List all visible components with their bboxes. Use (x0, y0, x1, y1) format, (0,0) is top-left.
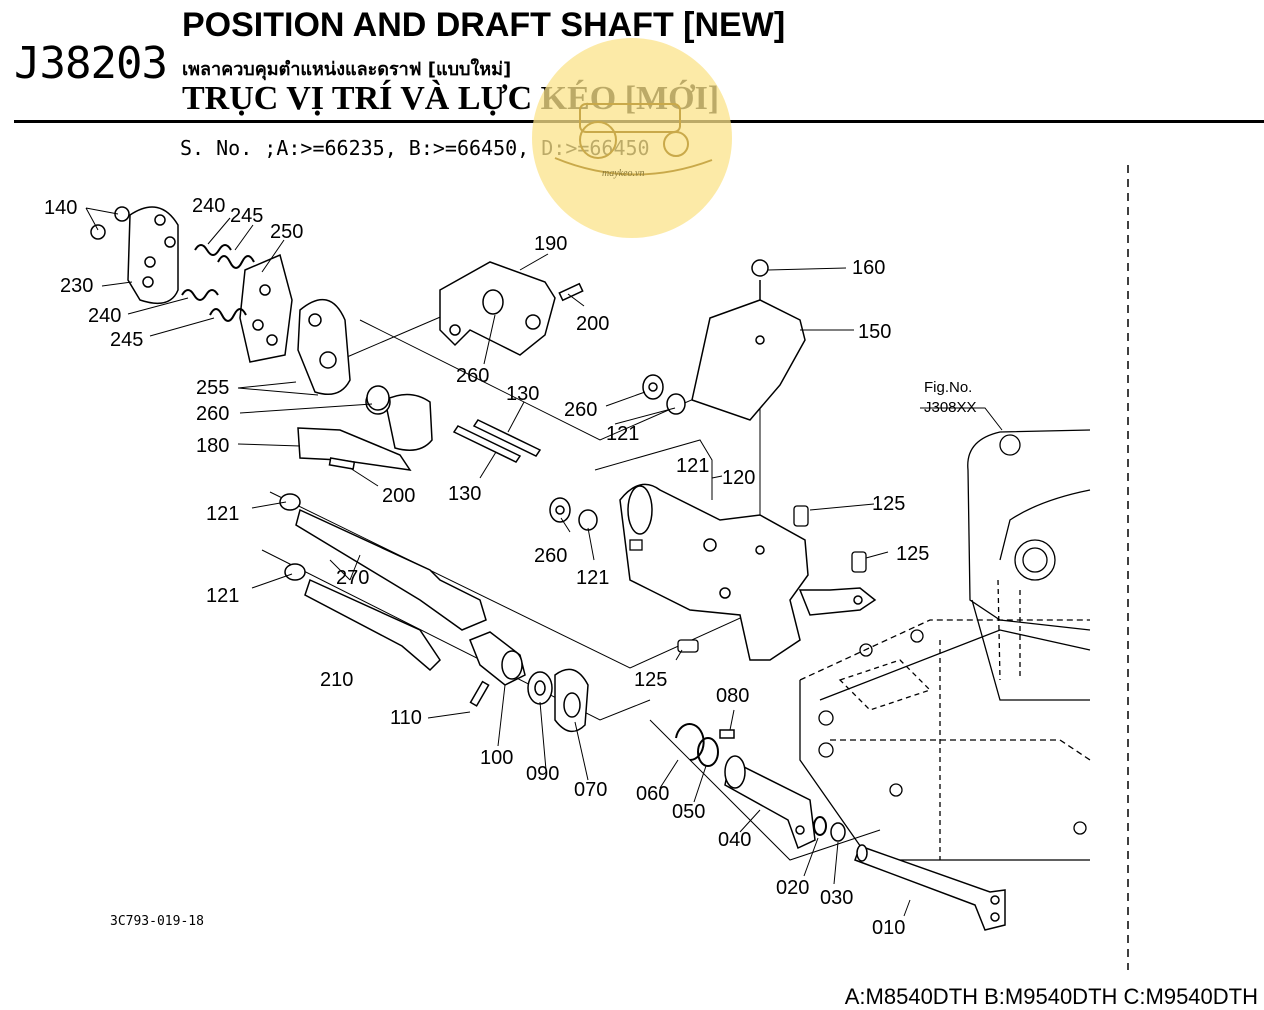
callout-200: 200 (576, 313, 609, 335)
springs (181, 244, 255, 322)
callout-125: 125 (896, 543, 929, 565)
callout-121: 121 (676, 455, 709, 477)
callout-121: 121 (576, 567, 609, 589)
callout-labels: 140 240 245 250 230 240 245 255 260 180 … (44, 195, 977, 939)
bolts-125 (629, 505, 867, 653)
callout-190: 190 (534, 233, 567, 255)
callout-200: 200 (382, 485, 415, 507)
callout-020: 020 (776, 877, 809, 899)
studs-130 (452, 419, 542, 463)
callout-130: 130 (448, 483, 481, 505)
callout-270: 270 (336, 567, 369, 589)
lower-linkage (469, 631, 589, 733)
callout-245: 245 (110, 329, 143, 351)
callout-060: 060 (636, 783, 669, 805)
callout-240: 240 (88, 305, 121, 327)
callout-040: 040 (718, 829, 751, 851)
callout-180: 180 (196, 435, 229, 457)
callout-130: 130 (506, 383, 539, 405)
title-english: POSITION AND DRAFT SHAFT [NEW] (182, 6, 786, 44)
washers-and-collars (366, 289, 686, 531)
part-group-code: J38203 (14, 38, 168, 89)
callout-050: 050 (672, 801, 705, 823)
callout-260: 260 (534, 545, 567, 567)
shafts (279, 493, 487, 672)
callout-121: 121 (606, 423, 639, 445)
callout-150: 150 (858, 321, 891, 343)
draft-shaft-assembly (675, 723, 1006, 931)
spring-plate-assembly (90, 206, 351, 395)
watermark-logo: maykeo.vn (532, 38, 732, 238)
title-thai: เพลาควบคุมตำแหน่งและดราฟ [แบบใหม่] (182, 59, 512, 80)
figure-ref-label: Fig.No. (924, 379, 972, 396)
callout-080: 080 (716, 685, 749, 707)
callout-260: 260 (196, 403, 229, 425)
lever-190 (439, 261, 584, 356)
model-legend: A:M8540DTH B:M9540DTH C:M9540DTH (844, 984, 1258, 1009)
callout-125: 125 (634, 669, 667, 691)
callout-110: 110 (390, 707, 422, 729)
lever-180 (297, 389, 433, 471)
callout-255: 255 (196, 377, 229, 399)
callout-120: 120 (722, 467, 755, 489)
transmission-housing (799, 429, 1091, 861)
callout-010: 010 (872, 917, 905, 939)
callout-125: 125 (872, 493, 905, 515)
callout-230: 230 (60, 275, 93, 297)
callout-260: 260 (564, 399, 597, 421)
callout-160: 160 (852, 257, 885, 279)
callout-121: 121 (206, 503, 239, 525)
callout-090: 090 (526, 763, 559, 785)
illustration-code: 3C793-019-18 (110, 914, 204, 929)
callout-250: 250 (270, 221, 303, 243)
callout-210: 210 (320, 669, 353, 691)
callout-260: 260 (456, 365, 489, 387)
callout-121: 121 (206, 585, 239, 607)
watermark-text: maykeo.vn (602, 168, 644, 179)
callout-030: 030 (820, 887, 853, 909)
callout-070: 070 (574, 779, 607, 801)
cover-150 (691, 259, 806, 421)
callout-245: 245 (230, 205, 263, 227)
callout-100: 100 (480, 747, 513, 769)
figure-ref-number: J308XX (924, 399, 977, 416)
leader-lines (85, 207, 1003, 917)
callout-240: 240 (192, 195, 225, 217)
bracket-120 (619, 483, 877, 661)
callout-140: 140 (44, 197, 77, 219)
